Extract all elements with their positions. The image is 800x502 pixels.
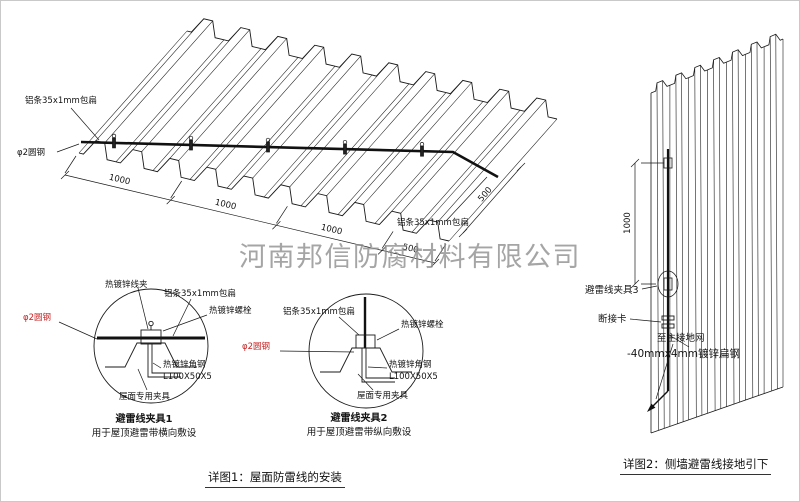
wall-disconnect-card [661, 315, 675, 329]
detail1-title: 避雷线夹具1 [115, 412, 173, 425]
detail2-subtitle: 用于屋顶避雷带纵向敷设 [307, 426, 412, 438]
wall-leader-lines [629, 285, 690, 400]
caption-detail1: 详图1：屋面防雷线的安装 [205, 469, 345, 488]
detail1-label-roof-clamp: 屋面专用夹具 [119, 391, 171, 402]
wall-label-flat-steel: -40mmx4mm镀锌扁钢 [627, 347, 740, 360]
detail2-drawing [279, 293, 424, 409]
dim-500-right: 500 [476, 185, 494, 204]
detail2-label-bolt: 热镀锌螺栓 [401, 319, 444, 330]
label-strip-left: 铝条35x1mm包扁 [25, 95, 97, 106]
wall-panel-drawing [650, 33, 784, 434]
wall-conductor-group [647, 149, 679, 412]
wall-label-disconnect: 断接卡 [598, 313, 627, 325]
detail1-label-round-steel: φ2圆钢 [23, 312, 51, 323]
wall-label-clamp3: 避雷线夹具3 [585, 284, 639, 296]
label-round-steel-main: φ2圆钢 [17, 147, 45, 158]
detail1-label-angle-spec: L100X50X5 [163, 372, 212, 382]
dim-1000-1: 1000 [108, 173, 131, 188]
roof-isometric-drawing [78, 18, 558, 242]
roof-dimension-bottom [60, 155, 447, 268]
roof-leader-lines [56, 107, 488, 222]
wall-clamp-mid [657, 270, 679, 298]
roof-dimension-right [458, 162, 526, 238]
caption-detail2: 详图2：侧墙避雷线接地引下 [620, 456, 772, 475]
roof-conductor-line [80, 140, 499, 179]
detail1-drawing [58, 287, 209, 404]
dim-1000-3: 1000 [320, 223, 343, 238]
wall-dim-1000: 1000 [623, 212, 633, 234]
detail2-label-angle-spec: L100X50X5 [389, 372, 438, 382]
ground-arrow-head [647, 403, 656, 412]
detail1-label-angle-steel: 热镀锌角钢 [163, 359, 206, 370]
detail2-label-angle-steel: 热镀锌角钢 [389, 359, 432, 370]
detail2-label-round-steel: φ2圆钢 [242, 341, 270, 352]
detail2-title: 避雷线夹具2 [330, 411, 388, 424]
wall-label-to-ground: 至主接地网 [657, 332, 705, 344]
detail1-label-wire-clip: 热镀锌线夹 [105, 279, 148, 290]
wall-dimension [630, 158, 664, 289]
dim-1000-2: 1000 [214, 198, 237, 213]
detail2-label-strip: 铝条35x1mm包扁 [283, 306, 355, 317]
dim-500-bottom: 500 [401, 242, 419, 255]
detail1-subtitle: 用于屋顶避雷带横向敷设 [92, 427, 197, 439]
company-watermark: 河南邦信防腐材料有限公司 [239, 242, 581, 273]
detail1-label-bolt: 热镀锌螺栓 [209, 305, 252, 316]
label-strip-right: 铝条35x1mm包扁 [397, 217, 469, 228]
roof-conductor-clamps [111, 133, 425, 157]
detail1-label-strip: 铝条35x1mm包扁 [164, 288, 236, 299]
detail2-label-roof-clamp: 屋面专用夹具 [357, 390, 409, 401]
